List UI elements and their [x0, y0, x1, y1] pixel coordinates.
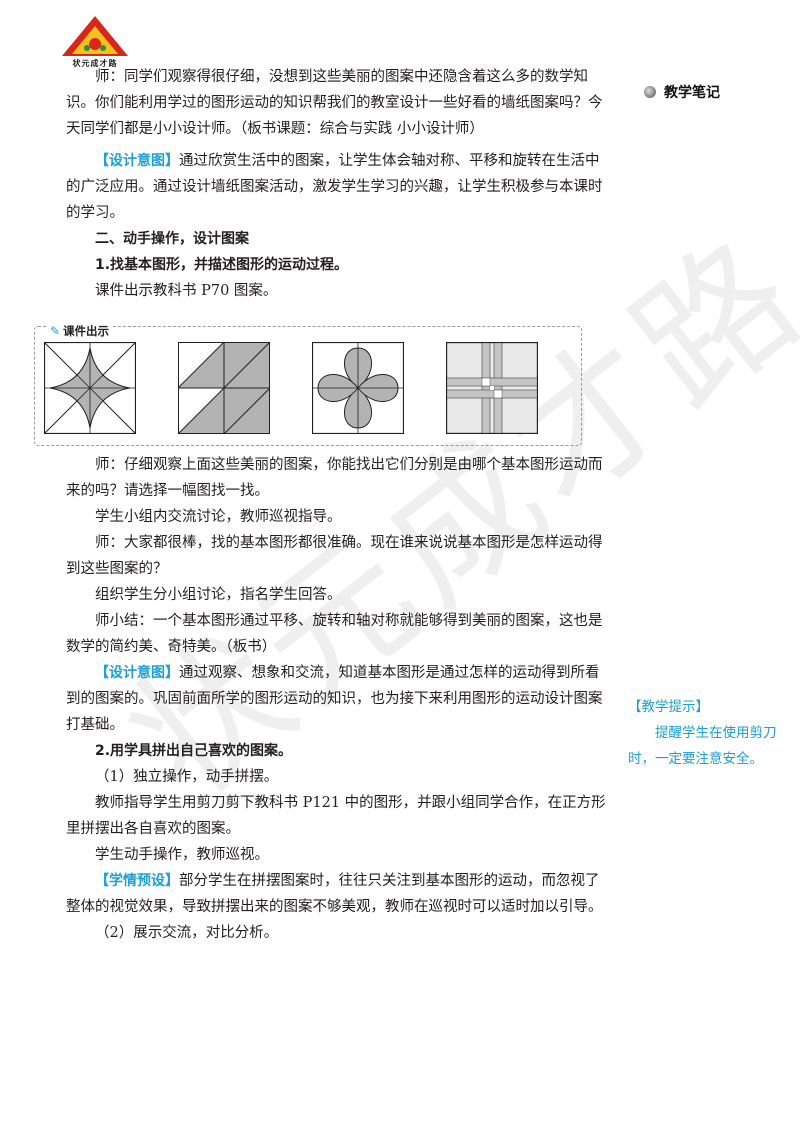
paragraph: （2）展示交流，对比分析。 [95, 925, 279, 941]
design-intent-paragraph: 【设计意图】通过观察、想象和交流，知道基本图形是通过怎样的运动得到所看到的图案的… [66, 660, 606, 738]
paragraph: 师：同学们观察得很仔细，没想到这些美丽的图案中还隐含着这么多的数学知识。你们能利… [66, 69, 603, 137]
hint-body: 提醒学生在使用剪刀时，一定要注意安全。 [628, 725, 777, 767]
figure-frame [34, 326, 582, 446]
courseware-figure: ✎ 课件出示 [34, 318, 618, 446]
pattern-plaid-strips [446, 342, 538, 434]
paragraph: 师小结：一个基本图形通过平移、旋转和轴对称就能够得到美丽的图案，这也是数学的简约… [66, 613, 603, 655]
pencil-icon: ✎ [50, 324, 61, 338]
figure-label: ✎ 课件出示 [46, 318, 114, 344]
publisher-logo: 状元成才路 [60, 14, 130, 70]
teaching-hint: 【教学提示】 提醒学生在使用剪刀时，一定要注意安全。 [628, 694, 778, 772]
paragraph-text: 通过观察、想象和交流，知道基本图形是通过怎样的运动得到所看到的图案的。巩固前面所… [66, 665, 603, 733]
hint-title: 【教学提示】 [628, 699, 709, 715]
main-content: 师：同学们观察得很仔细，没想到这些美丽的图案中还隐含着这么多的数学知识。你们能利… [34, 64, 606, 946]
logo-text: 状元成才路 [72, 59, 118, 68]
paragraph: （1）独立操作，动手拼摆。 [95, 769, 279, 785]
paragraph: 师：仔细观察上面这些美丽的图案，你能找出它们分别是由哪个基本图形运动而来的吗？请… [66, 457, 603, 499]
design-intent-paragraph: 【设计意图】通过欣赏生活中的图案，让学生体会轴对称、平移和旋转在生活中的广泛应用… [66, 148, 606, 226]
design-intent-tag: 【设计意图】 [95, 665, 179, 681]
section-heading: 二、动手操作，设计图案 [95, 231, 249, 247]
paragraph: 师：大家都很棒，找的基本图形都很准确。现在谁来说说基本图形是怎样运动得到这些图案… [66, 535, 603, 577]
paragraph: 课件出示教科书 P70 图案。 [95, 283, 278, 299]
paragraph-text: 通过欣赏生活中的图案，让学生体会轴对称、平移和旋转在生活中的广泛应用。通过设计墙… [66, 153, 603, 221]
step-heading: 2.用学具拼出自己喜欢的图案。 [95, 743, 293, 759]
paragraph: 学生动手操作，教师巡视。 [95, 847, 269, 863]
student-preset-tag: 【学情预设】 [95, 873, 179, 889]
notes-title: 教学笔记 [664, 85, 720, 101]
bullet-icon [644, 86, 656, 98]
step-heading: 1.找基本图形，并描述图形的运动过程。 [95, 257, 349, 273]
student-preset-paragraph: 【学情预设】部分学生在拼摆图案时，往往只关注到基本图形的运动，而忽视了整体的视觉… [66, 868, 606, 920]
paragraph: 学生小组内交流讨论，教师巡视指导。 [95, 509, 342, 525]
pattern-four-petals [312, 342, 404, 434]
pattern-triangles [178, 342, 270, 434]
paragraph-text: 部分学生在拼摆图案时，往往只关注到基本图形的运动，而忽视了整体的视觉效果，导致拼… [66, 873, 603, 915]
paragraph: 教师指导学生用剪刀剪下教科书 P121 中的图形，并跟小组同学合作，在正方形里拼… [66, 795, 606, 837]
paragraph: 组织学生分小组讨论，指名学生回答。 [95, 587, 342, 603]
pattern-astroid-star [44, 342, 136, 434]
teaching-notes-header: 教学笔记 [644, 82, 720, 102]
figure-label-text: 课件出示 [63, 324, 110, 338]
design-intent-tag: 【设计意图】 [95, 153, 179, 169]
